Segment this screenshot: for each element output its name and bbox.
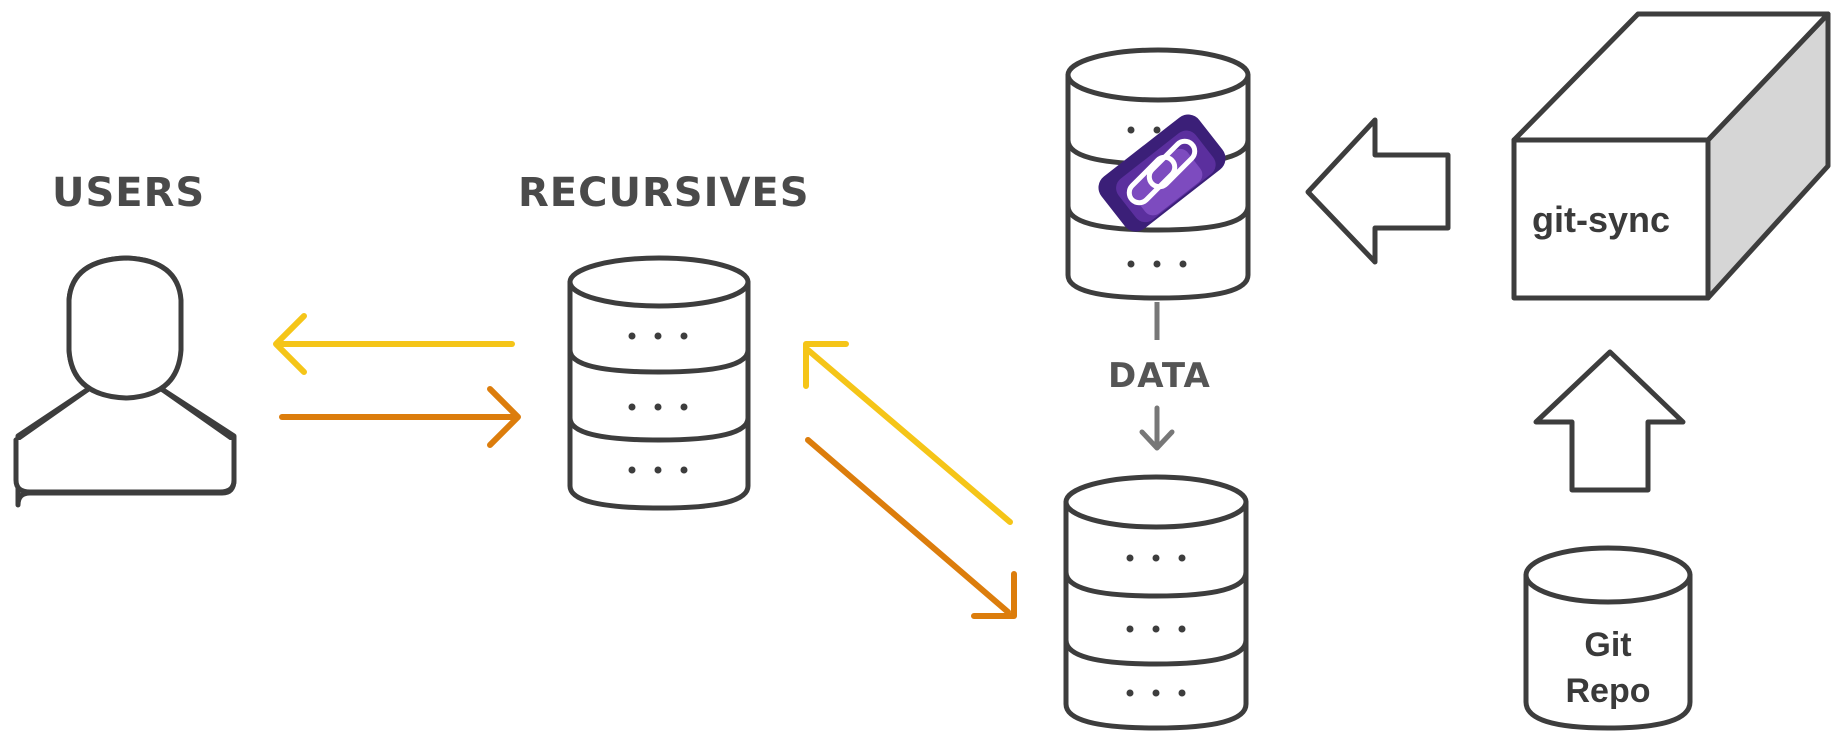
response-arrow-to-recursives xyxy=(803,341,1013,525)
data-arrow-down-icon xyxy=(1139,405,1175,451)
recursives-heading: RECURSIVES xyxy=(518,170,810,216)
query-arrow-to-data-db xyxy=(805,437,1017,619)
request-arrow-to-recursives xyxy=(279,386,521,448)
git-repo-label-line2: Repo xyxy=(1566,672,1651,710)
git-repo-label-line1: Git xyxy=(1584,626,1631,664)
sync-arrow-left-icon xyxy=(1305,117,1451,265)
data-database-icon xyxy=(1063,474,1249,731)
recursives-database-icon xyxy=(567,255,751,511)
chain-link-logo-icon xyxy=(1098,114,1226,232)
git-sync-label: git-sync xyxy=(1532,199,1670,240)
users-heading: USERS xyxy=(52,170,205,216)
git-sync-box-icon xyxy=(1511,11,1831,301)
repo-arrow-up-icon xyxy=(1533,349,1686,493)
git-repo-cylinder-icon xyxy=(1523,545,1693,731)
user-icon xyxy=(13,255,237,508)
data-label: DATA xyxy=(1108,356,1211,396)
response-arrow-to-users xyxy=(273,313,515,375)
